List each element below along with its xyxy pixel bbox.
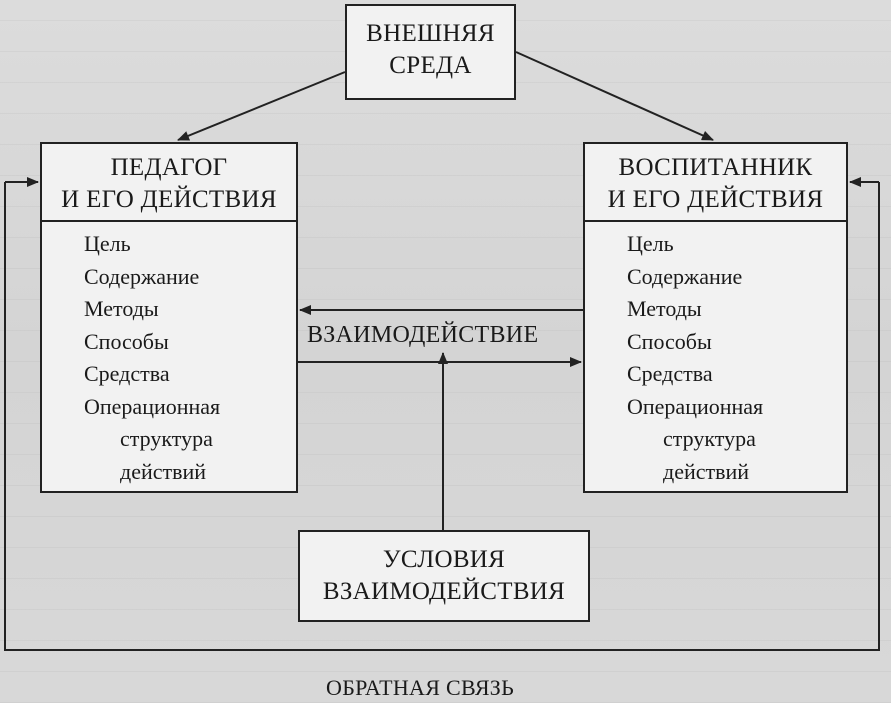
pupil-items: Цель Содержание Методы Способы Средства … bbox=[627, 228, 763, 488]
feedback-loop-line bbox=[4, 182, 880, 651]
pupil-divider bbox=[585, 220, 846, 222]
pupil-item-operational: Операционная bbox=[627, 393, 764, 419]
pupil-item-means: Средства bbox=[627, 361, 713, 386]
pupil-title-line1: ВОСПИТАННИК bbox=[618, 154, 813, 181]
teacher-item-operational: Операционная bbox=[84, 393, 221, 419]
environment-box: ВНЕШНЯЯ СРЕДА bbox=[345, 4, 516, 100]
conditions-line1: УСЛОВИЯ bbox=[382, 546, 506, 573]
arrow-environment-to-teacher bbox=[177, 71, 346, 141]
teacher-item-structure: структура bbox=[120, 426, 213, 451]
teacher-item-means: Средства bbox=[84, 361, 170, 386]
pupil-item-goal: Цель bbox=[627, 231, 674, 256]
pupil-item-methods: Методы bbox=[627, 296, 702, 321]
feedback-label: ОБРАТНАЯ СВЯЗЬ bbox=[322, 675, 519, 701]
teacher-divider bbox=[42, 220, 296, 222]
conditions-title: УСЛОВИЯ ВЗАИМОДЕЙСТВИЯ bbox=[300, 532, 588, 608]
teacher-box: ПЕДАГОГ И ЕГО ДЕЙСТВИЯ Цель Содержание М… bbox=[40, 142, 298, 493]
teacher-title-line2: И ЕГО ДЕЙСТВИЯ bbox=[61, 186, 277, 213]
teacher-title: ПЕДАГОГ И ЕГО ДЕЙСТВИЯ bbox=[42, 144, 296, 216]
pupil-item-structure: структура bbox=[663, 426, 756, 451]
pupil-box: ВОСПИТАННИК И ЕГО ДЕЙСТВИЯ Цель Содержан… bbox=[583, 142, 848, 493]
pupil-title-line2: И ЕГО ДЕЙСТВИЯ bbox=[607, 186, 824, 213]
teacher-item-ways: Способы bbox=[84, 328, 169, 354]
environment-title: ВНЕШНЯЯ СРЕДА bbox=[347, 6, 514, 82]
environment-line2: СРЕДА bbox=[389, 52, 472, 79]
teacher-item-actions: действий bbox=[120, 458, 207, 484]
teacher-item-goal: Цель bbox=[84, 231, 131, 256]
teacher-item-content: Содержание bbox=[84, 263, 200, 289]
teacher-item-methods: Методы bbox=[84, 296, 159, 321]
teacher-items: Цель Содержание Методы Способы Средства … bbox=[84, 228, 220, 488]
teacher-title-line1: ПЕДАГОГ bbox=[110, 154, 228, 181]
conditions-box: УСЛОВИЯ ВЗАИМОДЕЙСТВИЯ bbox=[298, 530, 590, 622]
environment-line1: ВНЕШНЯЯ bbox=[366, 20, 495, 47]
interaction-label: ВЗАИМОДЕЙСТВИЕ bbox=[307, 322, 539, 348]
conditions-line2: ВЗАИМОДЕЙСТВИЯ bbox=[322, 578, 566, 605]
pupil-title: ВОСПИТАННИК И ЕГО ДЕЙСТВИЯ bbox=[585, 144, 846, 216]
pupil-item-content: Содержание bbox=[627, 263, 743, 289]
arrow-environment-to-pupil bbox=[515, 51, 714, 141]
pupil-item-ways: Способы bbox=[627, 328, 712, 354]
pupil-item-actions: действий bbox=[663, 458, 750, 484]
